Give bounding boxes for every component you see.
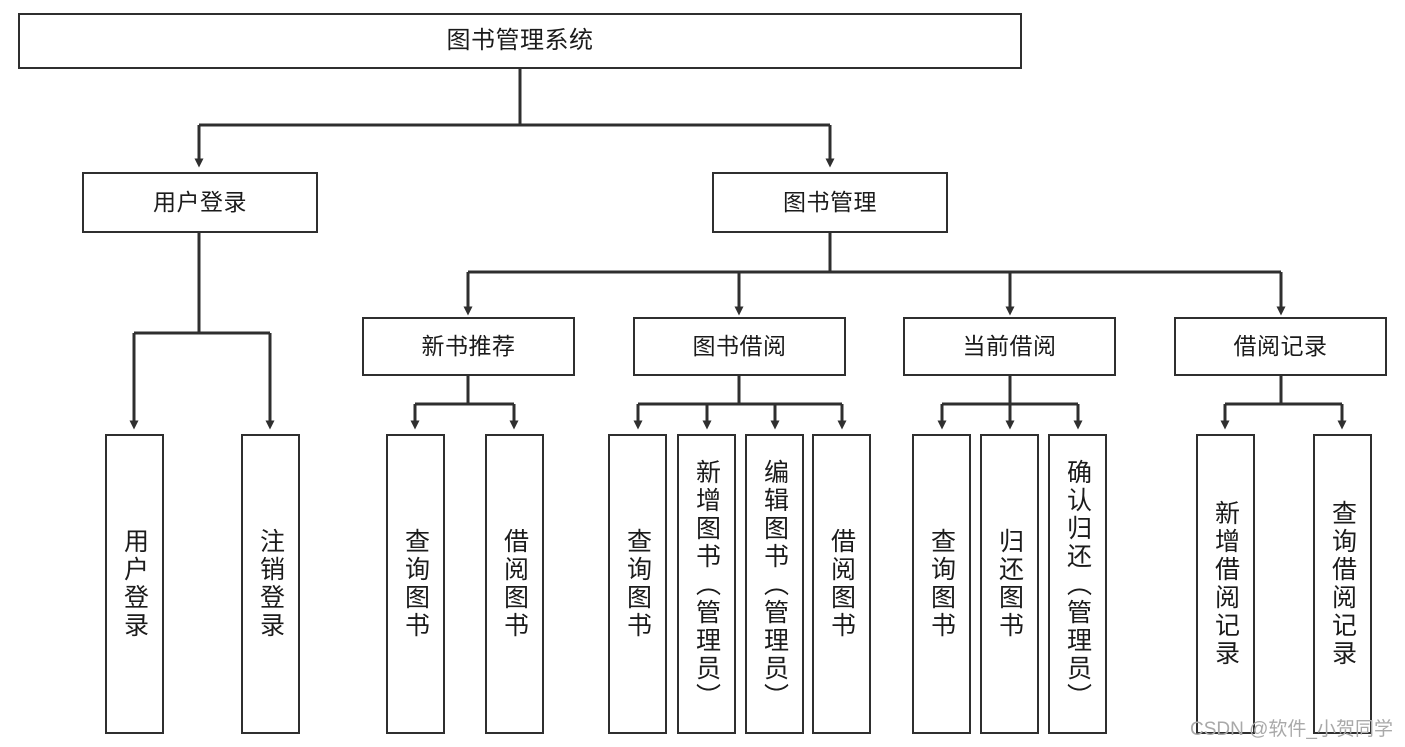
leaf-add-book-admin[interactable]: 新增图书（管理员） [677, 434, 736, 734]
node-label: 查询图书 [401, 528, 430, 640]
node-label: 借阅图书 [500, 528, 529, 640]
node-root-book-management-system[interactable]: 图书管理系统 [18, 13, 1022, 69]
leaf-confirm-return-admin[interactable]: 确认归还（管理员） [1048, 434, 1107, 734]
node-label: 注销登录 [256, 528, 285, 640]
node-label: 新增图书（管理员） [692, 459, 721, 711]
node-label: 借阅图书 [827, 528, 856, 640]
leaf-borrow-book[interactable]: 借阅图书 [812, 434, 871, 734]
leaf-query-borrow-record[interactable]: 查询借阅记录 [1313, 434, 1372, 734]
node-borrowing-record[interactable]: 借阅记录 [1174, 317, 1387, 376]
node-label: 图书管理系统 [446, 27, 594, 54]
node-label: 查询图书 [623, 528, 652, 640]
leaf-edit-book-admin[interactable]: 编辑图书（管理员） [745, 434, 804, 734]
node-label: 确认归还（管理员） [1063, 459, 1092, 711]
leaf-query-book-borrow[interactable]: 查询图书 [608, 434, 667, 734]
node-book-borrowing[interactable]: 图书借阅 [633, 317, 846, 376]
node-label: 借阅记录 [1233, 333, 1328, 359]
node-label: 编辑图书（管理员） [760, 459, 789, 711]
leaf-add-borrow-record[interactable]: 新增借阅记录 [1196, 434, 1255, 734]
node-label: 查询图书 [927, 528, 956, 640]
node-label: 用户登录 [153, 189, 247, 215]
leaf-query-book-current[interactable]: 查询图书 [912, 434, 971, 734]
leaf-return-book[interactable]: 归还图书 [980, 434, 1039, 734]
node-label: 查询借阅记录 [1328, 500, 1357, 668]
node-label: 新书推荐 [421, 333, 516, 359]
leaf-user-login[interactable]: 用户登录 [105, 434, 164, 734]
node-book-management[interactable]: 图书管理 [712, 172, 948, 233]
node-label: 用户登录 [120, 528, 149, 640]
node-label: 图书借阅 [692, 333, 787, 359]
leaf-logout[interactable]: 注销登录 [241, 434, 300, 734]
node-label: 新增借阅记录 [1211, 500, 1240, 668]
node-user-login[interactable]: 用户登录 [82, 172, 318, 233]
node-new-book-recommendation[interactable]: 新书推荐 [362, 317, 575, 376]
leaf-borrow-book-recommend[interactable]: 借阅图书 [485, 434, 544, 734]
node-label: 图书管理 [783, 189, 877, 215]
leaf-query-book-recommend[interactable]: 查询图书 [386, 434, 445, 734]
node-label: 当前借阅 [962, 333, 1057, 359]
csdn-watermark: CSDN @软件_小贺同学 [1190, 719, 1393, 740]
node-current-borrowing[interactable]: 当前借阅 [903, 317, 1116, 376]
node-label: 归还图书 [995, 528, 1024, 640]
